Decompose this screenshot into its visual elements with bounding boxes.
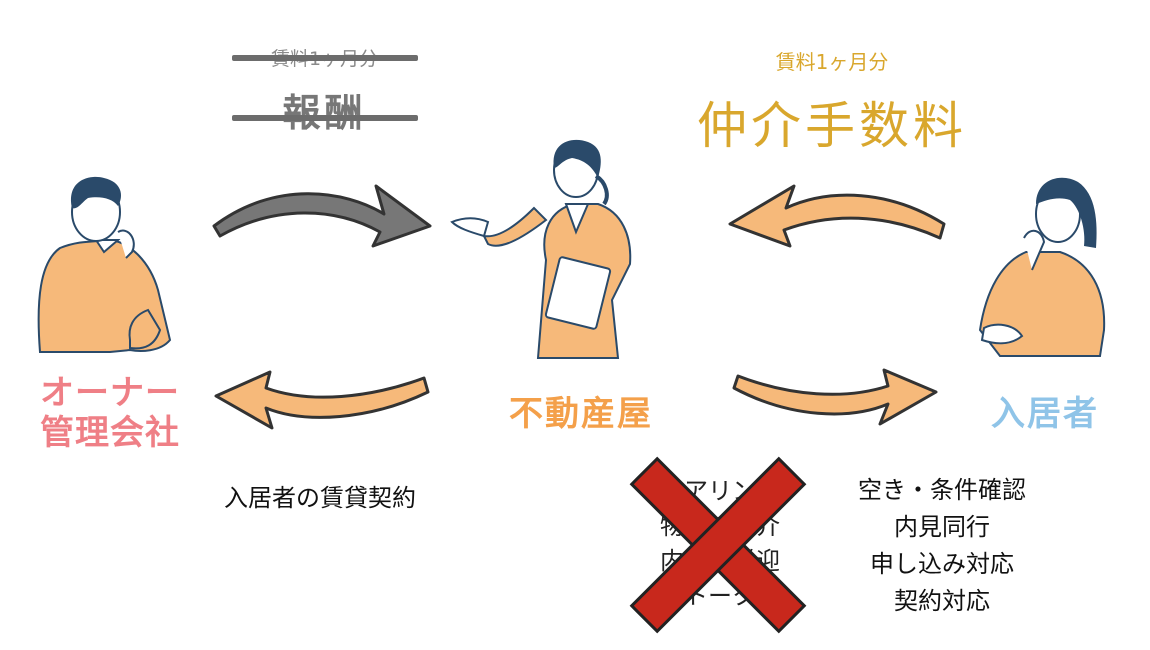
service-item: 契約対応 bbox=[894, 587, 990, 615]
strike-line bbox=[232, 115, 418, 121]
management-company-label: 管理会社 bbox=[40, 413, 180, 453]
owner-label: オーナー bbox=[40, 373, 180, 413]
contract-task: 入居者の賃貸契約 bbox=[224, 484, 416, 512]
thinking-woman-icon bbox=[978, 177, 1106, 357]
fee-label: 仲介手数料 bbox=[697, 97, 967, 155]
service-item: 申し込み対応 bbox=[870, 550, 1014, 578]
owner-to-agency-arrow bbox=[212, 184, 432, 248]
presenting-woman-icon bbox=[450, 139, 632, 359]
agency-to-resident-arrow bbox=[732, 368, 938, 426]
agency-to-owner-arrow bbox=[214, 370, 430, 430]
service-item: 内見同行 bbox=[894, 513, 990, 541]
resident-to-agency-arrow bbox=[728, 184, 946, 248]
resident-label: 入居者 bbox=[991, 394, 1099, 434]
agency-label: 不動産屋 bbox=[509, 394, 653, 434]
resident-service-list: 空き・条件確認 内見同行 申し込み対応 契約対応 bbox=[822, 472, 1062, 620]
fee-sub-label: 賃料1ヶ月分 bbox=[775, 50, 889, 74]
thinking-man-icon bbox=[37, 176, 172, 353]
strike-line bbox=[232, 55, 418, 61]
service-item: 空き・条件確認 bbox=[858, 476, 1026, 504]
reward-label: 報酬 bbox=[282, 91, 367, 135]
